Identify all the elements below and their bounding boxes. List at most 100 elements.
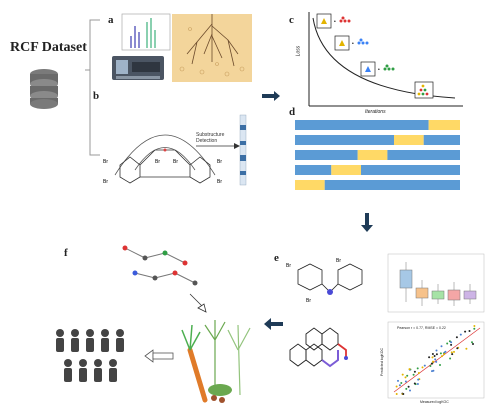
scatter-point	[464, 330, 467, 333]
interpretation-molecule: Br Br Br	[286, 258, 363, 304]
data-split-bars	[295, 120, 460, 190]
scatter-point	[404, 376, 407, 379]
scatter-point	[397, 379, 399, 382]
scatter-point	[435, 349, 438, 352]
scatter-point	[407, 385, 410, 388]
scatter-point	[430, 362, 433, 365]
scatter-point	[408, 368, 411, 371]
arrow-to-people	[144, 349, 174, 363]
detection-arrow	[196, 143, 240, 149]
human-population-icon	[56, 329, 124, 382]
scatter-point	[435, 353, 438, 356]
crops-plants-illustration	[181, 320, 251, 403]
panel-b-label: b	[93, 90, 100, 102]
box-plot	[387, 253, 485, 313]
scatter-plot	[387, 321, 485, 399]
scatter-point	[395, 393, 398, 395]
split-segment	[295, 165, 332, 175]
scatter-point	[473, 327, 476, 330]
svg-text:•: •	[352, 41, 354, 47]
scatter-point	[465, 347, 468, 350]
br-label-6: Br	[173, 159, 178, 165]
arrow-to-model	[262, 91, 280, 101]
scatter-point	[441, 355, 443, 358]
scatter-point	[456, 347, 459, 350]
e-br-label-1: Br	[286, 263, 291, 269]
loss-curve-plot: • • •	[308, 12, 463, 107]
scatter-point	[416, 383, 419, 385]
scatter-point	[449, 357, 452, 360]
scatter-point	[434, 358, 437, 361]
scatter-point	[421, 366, 424, 369]
scatter-point	[455, 336, 458, 339]
scatter-point	[404, 380, 407, 383]
br-label-4: Br	[217, 179, 222, 185]
scatter-point	[450, 343, 453, 346]
scatter-point	[431, 356, 434, 359]
arrow-down-to-plants	[189, 293, 207, 313]
panel-d-label: d	[289, 106, 296, 118]
scatter-point	[472, 343, 474, 345]
brominated-molecule-structure: Br Br Br Br Br Br	[103, 134, 222, 185]
split-segment	[324, 180, 460, 190]
scatter-point	[435, 360, 438, 363]
split-segment	[423, 135, 460, 145]
br-label-1: Br	[103, 159, 108, 165]
scatter-x-label: Measured logKOC	[420, 400, 449, 404]
scatter-point	[405, 387, 408, 390]
scatter-point	[444, 350, 447, 353]
e-br-label-2: Br	[336, 258, 341, 264]
scatter-point	[413, 382, 416, 385]
scatter-point	[413, 370, 416, 373]
molecular-ball-stick-model	[122, 245, 198, 286]
scatter-point	[440, 345, 443, 348]
scatter-point	[417, 378, 420, 381]
loss-axis-label: Loss	[295, 45, 302, 57]
e-br-label-3: Br	[306, 298, 311, 304]
scatter-point	[439, 364, 441, 366]
fingerprint-vector	[239, 114, 247, 186]
scatter-point	[439, 352, 442, 355]
split-segment	[428, 120, 460, 130]
scatter-point	[395, 385, 398, 388]
split-segment	[357, 150, 388, 160]
split-segment	[387, 150, 460, 160]
scatter-point	[398, 384, 401, 387]
br-label-5: Br	[155, 159, 160, 165]
instrument-illustration	[112, 13, 171, 80]
scatter-point	[468, 330, 471, 332]
svg-text:•: •	[334, 19, 336, 25]
scatter-point	[402, 393, 405, 395]
scatter-point	[432, 369, 435, 372]
scatter-point	[401, 373, 404, 376]
panel-f-label: f	[64, 247, 68, 259]
scatter-point	[450, 351, 453, 354]
scatter-point	[412, 373, 415, 376]
scatter-point	[432, 360, 434, 363]
scatter-point	[446, 342, 449, 345]
iterations-axis-label: Iterations	[365, 109, 386, 115]
scatter-point	[409, 389, 411, 392]
scatter-point	[431, 353, 434, 355]
scatter-point	[443, 353, 446, 356]
scatter-point	[459, 333, 462, 336]
dataset-bracket	[85, 19, 100, 156]
split-segment	[295, 180, 325, 190]
br-label-2: Br	[103, 179, 108, 185]
panel-a-label: a	[108, 14, 114, 26]
scatter-y-label: Predicted logKOC	[380, 347, 385, 377]
substructure-detection-label: Substructure Detection	[196, 132, 225, 144]
scatter-point	[400, 382, 403, 384]
scatter-point	[417, 372, 420, 374]
split-segment	[295, 150, 358, 160]
scatter-point	[423, 364, 426, 367]
scatter-point	[450, 341, 453, 344]
split-segment	[394, 135, 424, 145]
panel-c-label: c	[289, 14, 294, 26]
dataset-title: RCF Dataset	[10, 40, 87, 55]
arrow-left	[264, 318, 283, 330]
scatter-point	[471, 341, 473, 344]
scatter-point	[453, 350, 455, 353]
scatter-point	[451, 353, 454, 356]
arrow-down	[361, 213, 373, 232]
